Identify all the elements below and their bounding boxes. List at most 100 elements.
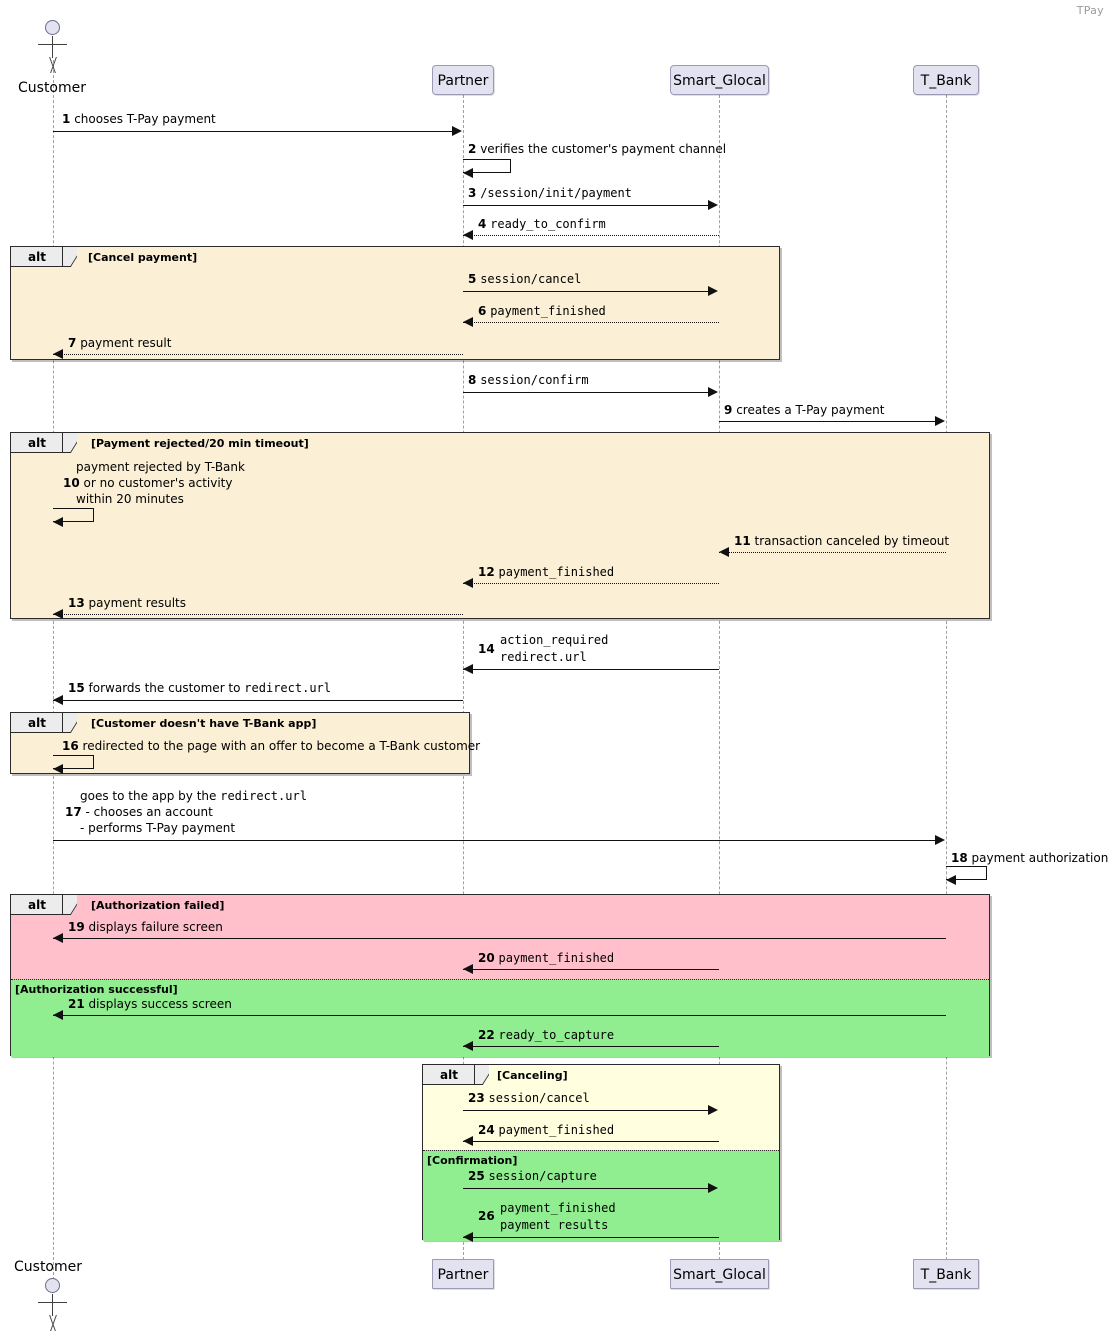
actor-arms-icon — [38, 1302, 67, 1303]
actor-customer — [31, 20, 75, 76]
message-23-arrow — [463, 1110, 709, 1111]
participant-t-bank[interactable]: T_Bank — [913, 65, 979, 95]
fragment-capture: alt [Canceling] [Confirmation] — [422, 1064, 780, 1241]
message-23-label: 23 session/cancel — [468, 1091, 590, 1106]
message-13-text: payment results — [88, 596, 187, 610]
message-3-number: 3 — [468, 186, 477, 200]
message-22-number: 22 — [478, 1028, 495, 1042]
message-15-number: 15 — [68, 681, 85, 695]
message-4-label: 4 ready_to_confirm — [478, 217, 606, 232]
message-8-arrow — [463, 392, 709, 393]
message-20-text: payment_finished — [498, 951, 615, 965]
message-7-arrow — [53, 354, 463, 355]
message-17-text-line3: - performs T-Pay payment — [80, 821, 236, 835]
fragment-cancel-payment: alt [Cancel payment] — [10, 246, 780, 360]
message-26-number-wrap: 26 — [478, 1209, 495, 1224]
message-19-text: displays failure screen — [88, 920, 223, 934]
fragment-condition-success: [Authorization successful] — [15, 983, 178, 996]
message-16-text: redirected to the page with an offer to … — [82, 739, 481, 753]
message-1-arrow — [53, 131, 453, 132]
message-9-number: 9 — [724, 403, 733, 417]
message-4-text: ready_to_confirm — [490, 217, 606, 231]
message-17-text-line2: - chooses an account — [85, 805, 213, 819]
message-3-arrow — [463, 205, 709, 206]
message-14-label-line1: action_required — [500, 633, 609, 647]
message-20-label: 20 payment_finished — [478, 951, 614, 966]
message-21-label: 21 displays success screen — [68, 997, 232, 1012]
message-5-arrow — [463, 291, 709, 292]
message-4-number: 4 — [478, 217, 487, 231]
message-21-arrowhead-icon — [53, 1010, 63, 1020]
message-10-text-line3: within 20 minutes — [76, 492, 184, 506]
message-2-label: 2 verifies the customer's payment channe… — [468, 142, 726, 157]
message-14-label-line2: redirect.url — [500, 650, 587, 664]
message-24-label: 24 payment_finished — [478, 1123, 614, 1138]
message-20-arrowhead-icon — [463, 964, 473, 974]
message-21-text: displays success screen — [88, 997, 232, 1011]
participant-smart-glocal-bottom[interactable]: Smart_Glocal — [670, 1259, 769, 1289]
message-15-arrow — [53, 700, 463, 701]
message-7-number: 7 — [68, 336, 77, 350]
message-4-arrowhead-icon — [463, 230, 473, 240]
participant-partner[interactable]: Partner — [432, 65, 494, 95]
message-18-self-loop — [946, 866, 987, 880]
message-21-arrow — [53, 1015, 946, 1016]
fragment-operator: alt — [28, 436, 46, 450]
message-23-number: 23 — [468, 1091, 485, 1105]
participant-smart-glocal[interactable]: Smart_Glocal — [670, 65, 769, 95]
message-25-text: session/capture — [488, 1169, 597, 1183]
message-9-text: creates a T-Pay payment — [736, 403, 885, 417]
participant-partner-bottom[interactable]: Partner — [432, 1259, 494, 1289]
message-19-label: 19 displays failure screen — [68, 920, 223, 935]
fragment-condition-failed: [Authorization failed] — [91, 899, 225, 912]
participant-t-bank-bottom[interactable]: T_Bank — [913, 1259, 979, 1289]
message-3-text: /session/init/payment — [480, 186, 632, 200]
message-1-number: 1 — [62, 112, 71, 126]
fragment-authorization: alt [Authorization failed] [Authorizatio… — [10, 894, 990, 1057]
actor-customer-bottom — [31, 1278, 75, 1334]
message-23-arrowhead-icon — [708, 1105, 718, 1115]
message-19-number: 19 — [68, 920, 85, 934]
fragment-no-tbank-app: alt [Customer doesn't have T-Bank app] — [10, 712, 470, 774]
message-13-arrowhead-icon — [53, 609, 63, 619]
message-26-arrowhead-icon — [463, 1232, 473, 1242]
message-26-label-line1: payment_finished — [500, 1201, 616, 1215]
message-25-arrow — [463, 1188, 709, 1189]
message-17-text-line1-mono: redirect.url — [220, 789, 307, 803]
message-2-arrowhead-icon — [463, 168, 473, 178]
message-20-arrow — [463, 969, 719, 970]
message-17-label-line2: 17 - chooses an account — [65, 805, 213, 820]
message-9-arrow — [719, 421, 936, 422]
fragment-condition-canceling: [Canceling] — [497, 1069, 568, 1082]
message-12-label: 12 payment_finished — [478, 565, 614, 580]
message-10-text-line2: or no customer's activity — [83, 476, 233, 490]
message-12-text: payment_finished — [498, 565, 615, 579]
message-25-label: 25 session/capture — [468, 1169, 597, 1184]
message-19-arrowhead-icon — [53, 933, 63, 943]
message-12-number: 12 — [478, 565, 495, 579]
message-18-label: 18 payment authorization — [951, 851, 1108, 866]
message-22-label: 22 ready_to_capture — [478, 1028, 614, 1043]
message-8-label: 8 session/confirm — [468, 373, 589, 388]
message-12-arrow — [463, 583, 719, 584]
message-14-number-wrap: 14 — [478, 642, 495, 657]
message-24-arrow — [463, 1141, 719, 1142]
message-17-number: 17 — [65, 805, 82, 819]
message-2-number: 2 — [468, 142, 477, 156]
message-5-number: 5 — [468, 272, 477, 286]
message-23-text: session/cancel — [488, 1091, 590, 1105]
fragment-tab-corner-icon — [63, 433, 77, 453]
message-6-label: 6 payment_finished — [478, 304, 606, 319]
message-16-label: 16 redirected to the page with an offer … — [62, 739, 480, 754]
message-1-label: 1 chooses T-Pay payment — [62, 112, 216, 127]
message-7-arrowhead-icon — [53, 349, 63, 359]
message-22-arrowhead-icon — [463, 1041, 473, 1051]
message-13-arrow — [53, 614, 463, 615]
message-25-number: 25 — [468, 1169, 485, 1183]
fragment-section-confirmation — [423, 1150, 779, 1241]
fragment-condition-confirmation: [Confirmation] — [427, 1154, 518, 1167]
message-24-number: 24 — [478, 1123, 495, 1137]
message-5-label: 5 session/cancel — [468, 272, 581, 287]
fragment-tab-corner-icon — [63, 247, 77, 267]
message-21-number: 21 — [68, 997, 85, 1011]
